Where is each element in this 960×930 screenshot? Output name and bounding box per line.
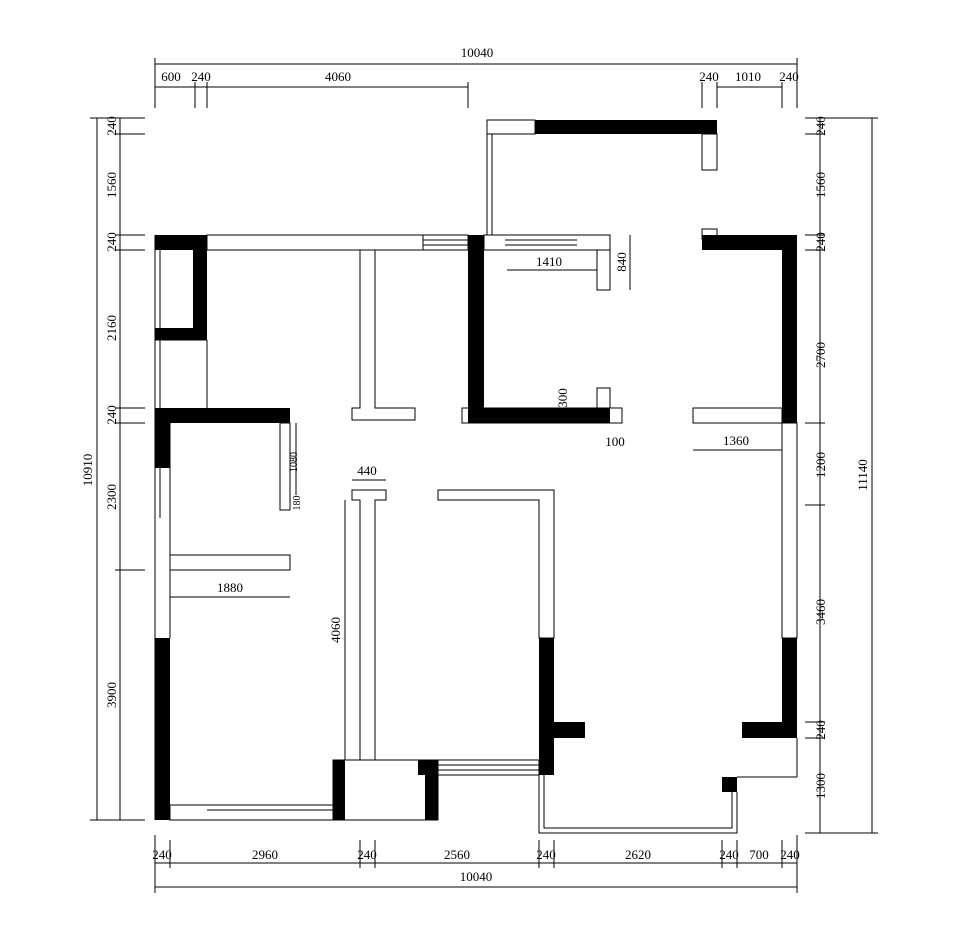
right-total-dim: 11140 xyxy=(855,459,870,491)
bottom-dim: 700 xyxy=(749,847,769,862)
top-dim: 4060 xyxy=(325,69,351,84)
right-dim: 1560 xyxy=(813,172,828,198)
left-dim: 240 xyxy=(104,116,119,136)
right-dim: 240 xyxy=(813,232,828,252)
interior-dim: 300 xyxy=(555,388,570,408)
top-dim: 240 xyxy=(699,69,719,84)
left-dim: 240 xyxy=(104,405,119,425)
bearing-walls xyxy=(155,120,797,820)
interior-dim: 1360 xyxy=(723,433,749,448)
interior-dim: 1080 xyxy=(289,452,300,472)
right-dim: 2700 xyxy=(813,342,828,368)
bottom-total-dim: 10040 xyxy=(460,869,493,884)
left-dim: 2160 xyxy=(104,315,119,341)
right-dim: 1300 xyxy=(813,773,828,799)
top-dim: 600 xyxy=(161,69,181,84)
bottom-dim: 2620 xyxy=(625,847,651,862)
dimension-labels: 10040 600 240 4060 240 1010 240 240 2960… xyxy=(80,45,870,884)
interior-dim: 1880 xyxy=(217,580,243,595)
interior-dim: 4060 xyxy=(328,617,343,643)
left-dim: 3900 xyxy=(104,682,119,708)
interior-dim: 100 xyxy=(605,434,625,449)
bottom-dim: 240 xyxy=(357,847,377,862)
bottom-dim: 240 xyxy=(719,847,739,862)
top-total-dim: 10040 xyxy=(461,45,494,60)
bottom-dim: 2560 xyxy=(444,847,470,862)
right-dim: 1200 xyxy=(813,452,828,478)
left-dim: 240 xyxy=(104,232,119,252)
left-total-dim: 10910 xyxy=(80,454,95,487)
right-dim: 240 xyxy=(813,116,828,136)
bottom-dim: 240 xyxy=(152,847,172,862)
top-dim: 240 xyxy=(191,69,211,84)
interior-dim: 180 xyxy=(292,496,303,511)
walls xyxy=(154,119,798,834)
top-dim: 1010 xyxy=(735,69,761,84)
right-dim: 3460 xyxy=(813,599,828,625)
right-dim: 240 xyxy=(813,720,828,740)
left-dim: 2300 xyxy=(104,484,119,510)
bottom-dim: 240 xyxy=(780,847,800,862)
left-dim: 1560 xyxy=(104,172,119,198)
interior-dim: 440 xyxy=(357,463,377,478)
top-dim: 240 xyxy=(779,69,799,84)
interior-dim: 1410 xyxy=(536,254,562,269)
dimension-lines xyxy=(90,58,878,893)
bottom-dim: 240 xyxy=(536,847,556,862)
bottom-dim: 2960 xyxy=(252,847,278,862)
interior-dim: 840 xyxy=(614,252,629,272)
